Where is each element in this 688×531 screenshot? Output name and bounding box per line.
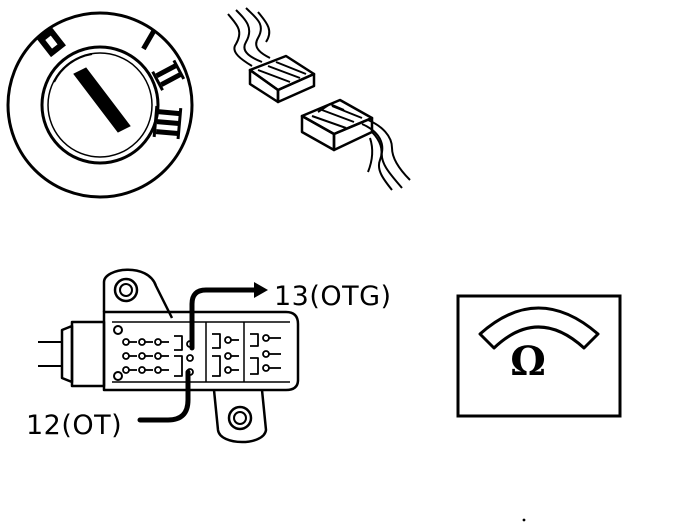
terminal-12-label: 12(OT)	[26, 410, 123, 441]
arrow-head	[254, 282, 268, 298]
lead-to-13	[189, 287, 259, 351]
position-0-marker	[36, 27, 66, 58]
lead-to-12	[137, 369, 191, 423]
terminal-13-label: 13(OTG)	[274, 281, 392, 312]
ohm-symbol: Ω	[510, 338, 546, 385]
position-2-marker	[151, 59, 186, 91]
meter-scale	[478, 306, 600, 350]
position-1-marker	[141, 28, 157, 51]
speck	[522, 518, 526, 522]
ohmmeter	[456, 294, 622, 418]
terminal-grid	[122, 333, 281, 377]
position-3-marker	[152, 105, 183, 140]
key-slot	[73, 67, 131, 133]
test-leads	[137, 287, 259, 423]
ignition-switch	[6, 11, 194, 199]
connector-block	[38, 268, 300, 444]
disconnected-connectors	[227, 7, 411, 191]
